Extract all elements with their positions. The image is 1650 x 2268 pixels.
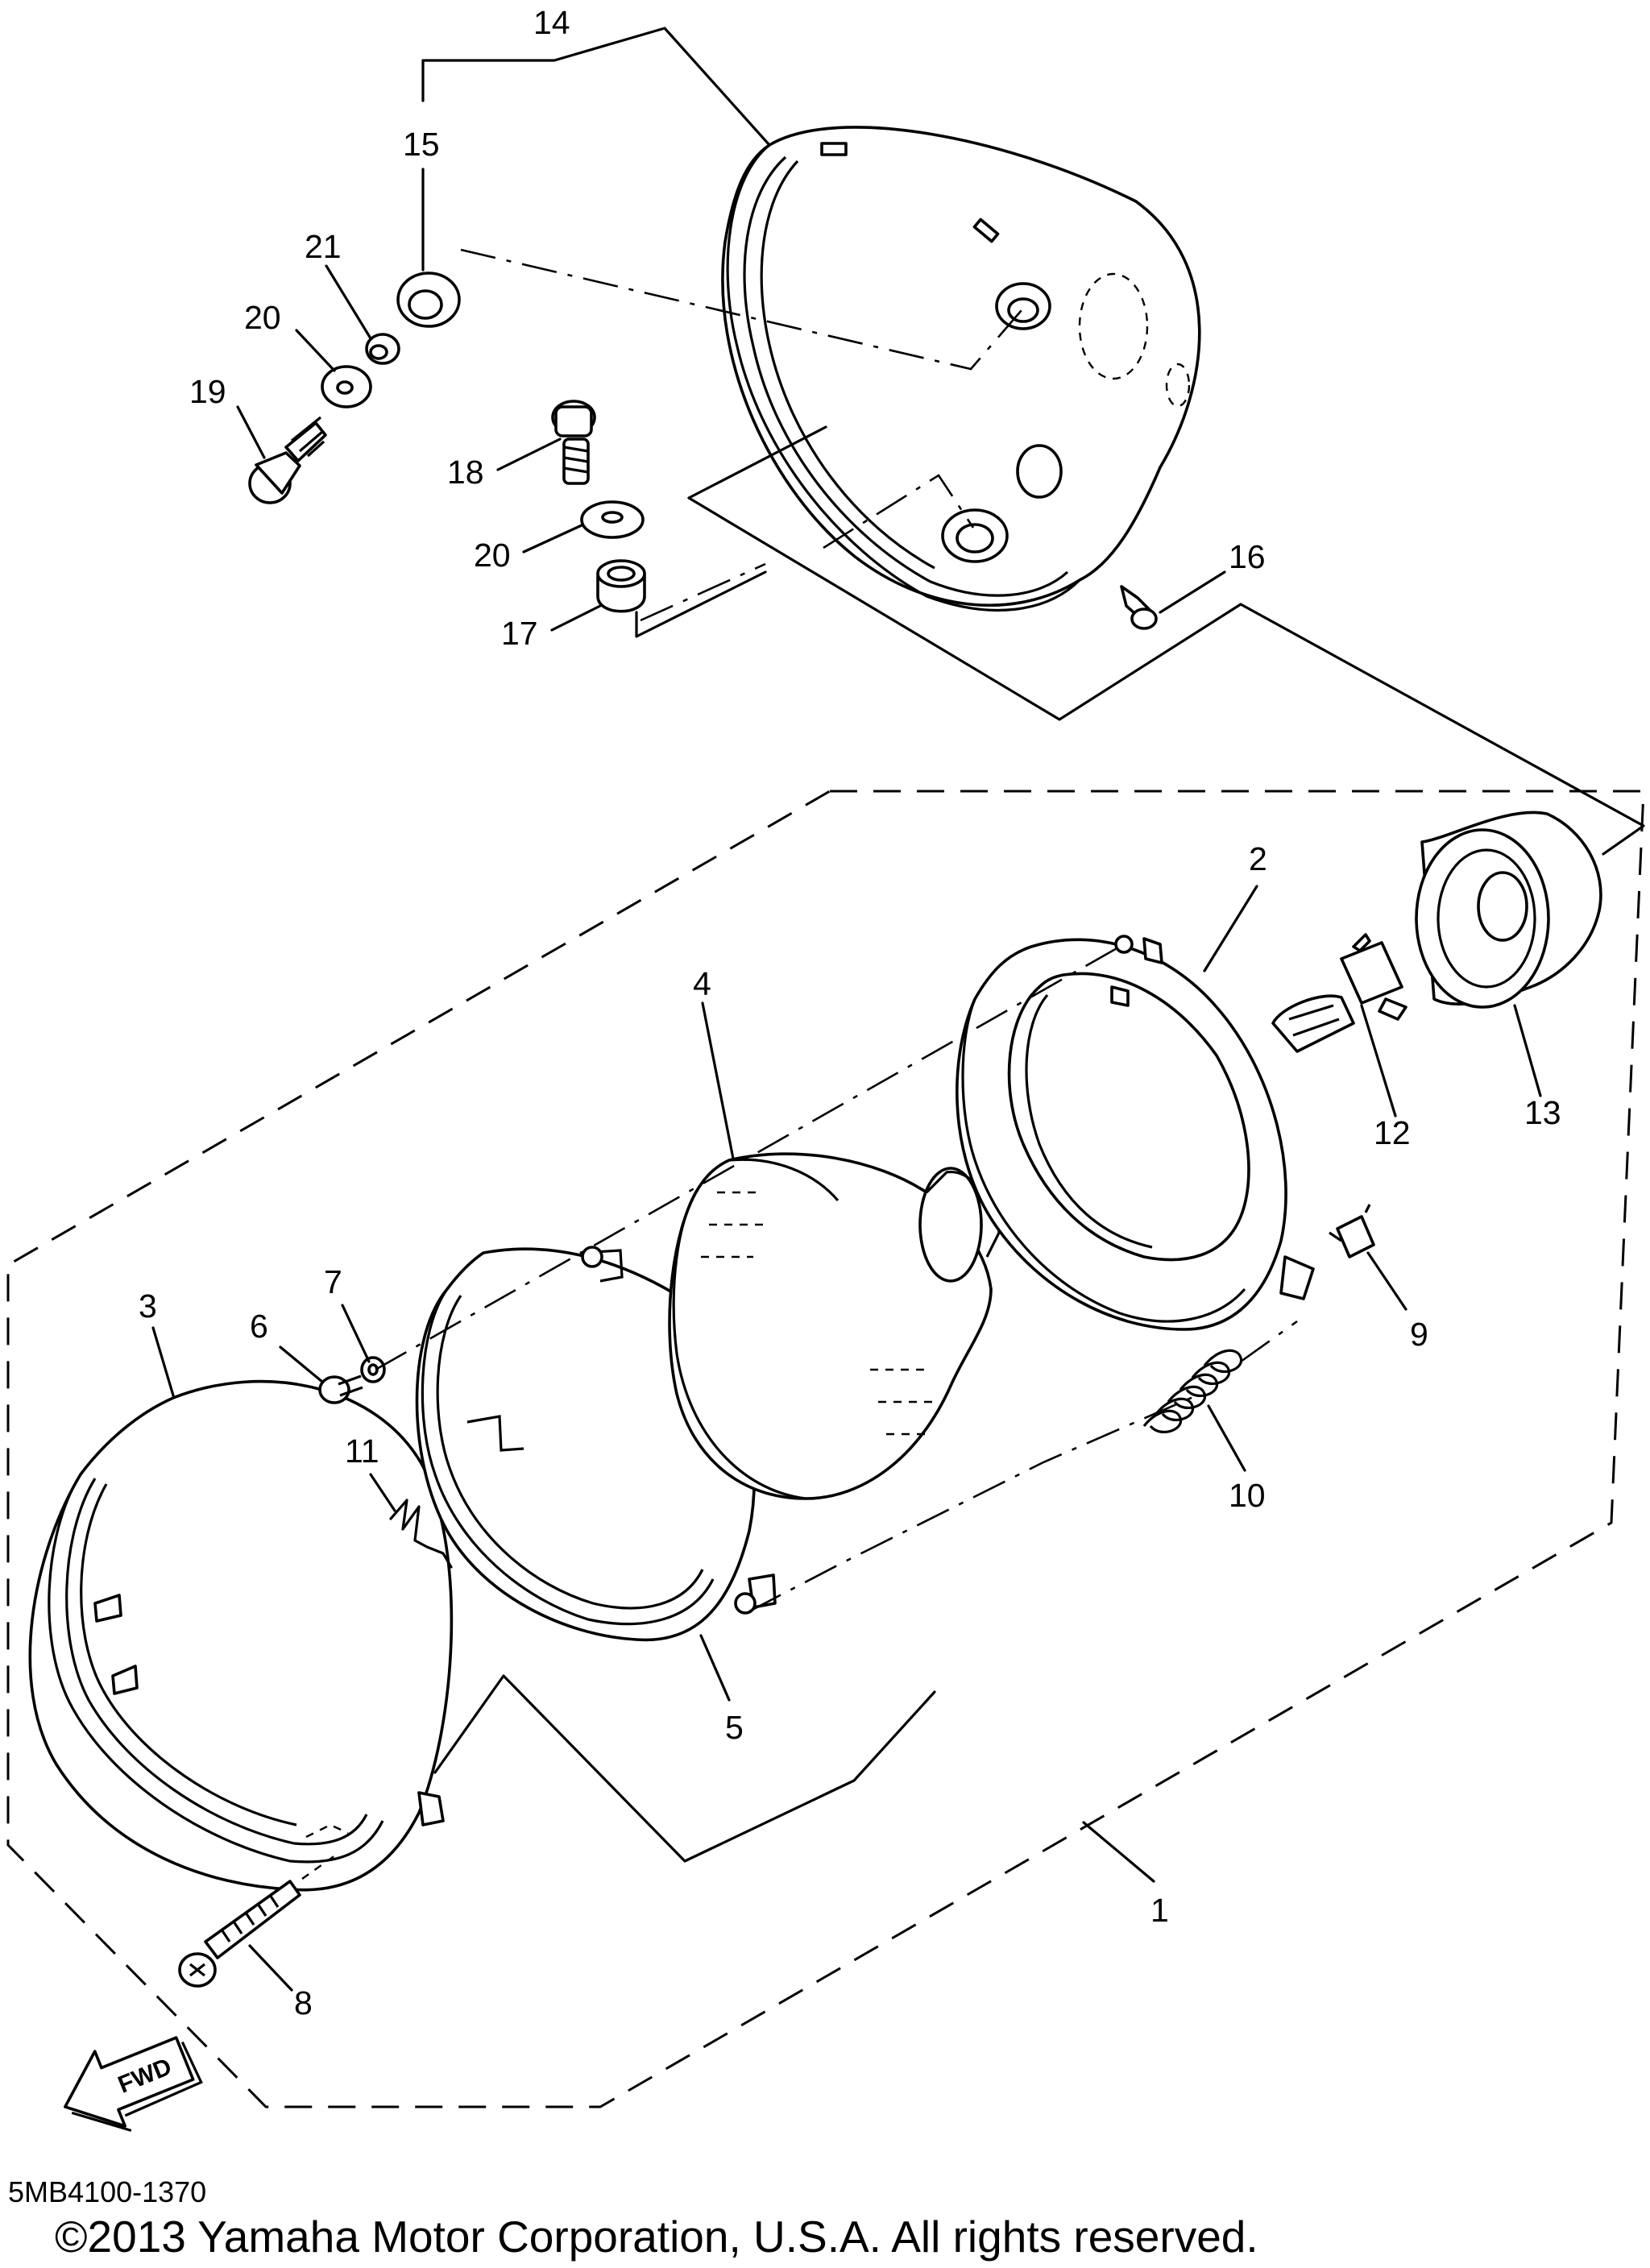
callout-11: 11: [345, 1433, 379, 1470]
callout-5: 5: [725, 1709, 744, 1746]
path-spring-2: [1240, 1320, 1298, 1363]
grommet-15: [396, 272, 461, 328]
callout-9: 9: [1410, 1316, 1428, 1353]
callout-13: 13: [1524, 1094, 1561, 1131]
callout-7: 7: [324, 1263, 342, 1300]
path-spring-frame: [433, 1674, 936, 1863]
leader-8: [248, 1944, 293, 1992]
leader-6: [279, 1345, 324, 1383]
bracket-17: [635, 570, 767, 638]
fwd-arrow-icon: FWD: [64, 2036, 203, 2132]
washer-20-top: [321, 365, 372, 408]
assembly-link-line: [687, 496, 1645, 856]
path-spring: [748, 1392, 1201, 1613]
callout-4: 4: [693, 965, 711, 1002]
leader-12: [1360, 1004, 1397, 1117]
mount-path-lower: [640, 562, 766, 622]
leader-1: [1082, 1821, 1155, 1883]
callout-18: 18: [447, 454, 484, 491]
callout-17: 17: [501, 615, 538, 652]
leader-19: [236, 405, 266, 459]
copyright-notice: ©2013 Yamaha Motor Corporation, U.S.A. A…: [55, 2212, 1258, 2262]
leader-20-mid: [522, 524, 583, 554]
callout-3: 3: [139, 1287, 157, 1325]
callout-20-mid: 20: [474, 537, 511, 574]
mount-path-lower2: [823, 474, 975, 549]
callout-8: 8: [294, 1984, 313, 2021]
callout-6: 6: [250, 1308, 268, 1345]
screw-6: [318, 1374, 363, 1404]
bolt-18: [551, 400, 596, 485]
leader-2: [1203, 885, 1258, 972]
leader-13: [1513, 1004, 1542, 1097]
leader-9: [1366, 1251, 1407, 1311]
callout-19: 19: [189, 373, 226, 410]
headlight-bulb: [1271, 933, 1407, 1053]
washer-7: [360, 1356, 386, 1383]
bulb-socket-cover: [1415, 811, 1602, 1009]
adjusting-spring: [1142, 1349, 1243, 1434]
assembly-outline: [6, 790, 1645, 2108]
leader-7: [341, 1304, 371, 1363]
callout-20-top: 20: [244, 299, 281, 336]
leader-17: [550, 604, 602, 632]
headlight-rim: [28, 1379, 454, 1892]
callout-15: 15: [403, 126, 440, 163]
leader-14: [421, 27, 771, 147]
headlight-housing: [721, 126, 1201, 612]
callout-1: 1: [1150, 1892, 1169, 1929]
screw-16: [1120, 585, 1158, 630]
assembly-link-line-left: [687, 425, 827, 500]
collar-21: [365, 333, 400, 365]
grommet-17: [596, 559, 646, 613]
leader-10: [1207, 1404, 1246, 1472]
spring-clip-11: [389, 1499, 453, 1569]
callout-10: 10: [1229, 1477, 1266, 1514]
callout-16: 16: [1229, 538, 1266, 575]
path-lens: [375, 943, 1125, 1371]
sealed-beam-unit: [668, 1152, 1001, 1500]
washer-20-mid: [580, 500, 645, 539]
callout-21: 21: [305, 228, 342, 265]
leader-16: [1159, 570, 1226, 614]
bolt-19: [248, 416, 327, 504]
leader-4: [701, 1001, 735, 1160]
leader-3: [151, 1326, 175, 1397]
leader-5: [699, 1634, 731, 1702]
headlight-adjusting-case: [956, 935, 1315, 1331]
leader-11: [369, 1473, 396, 1512]
callout-14: 14: [533, 4, 570, 41]
callout-12: 12: [1374, 1114, 1411, 1151]
mount-path-upper: [460, 248, 1022, 371]
leader-21: [325, 264, 372, 340]
callout-2: 2: [1249, 840, 1267, 877]
leader-18: [496, 437, 562, 471]
bulb-connector: [1329, 1204, 1375, 1258]
diagram-reference-code: 5MB4100-1370: [8, 2175, 207, 2208]
adjusting-screw-8: [178, 1852, 339, 1988]
leader-20-top: [295, 329, 336, 372]
